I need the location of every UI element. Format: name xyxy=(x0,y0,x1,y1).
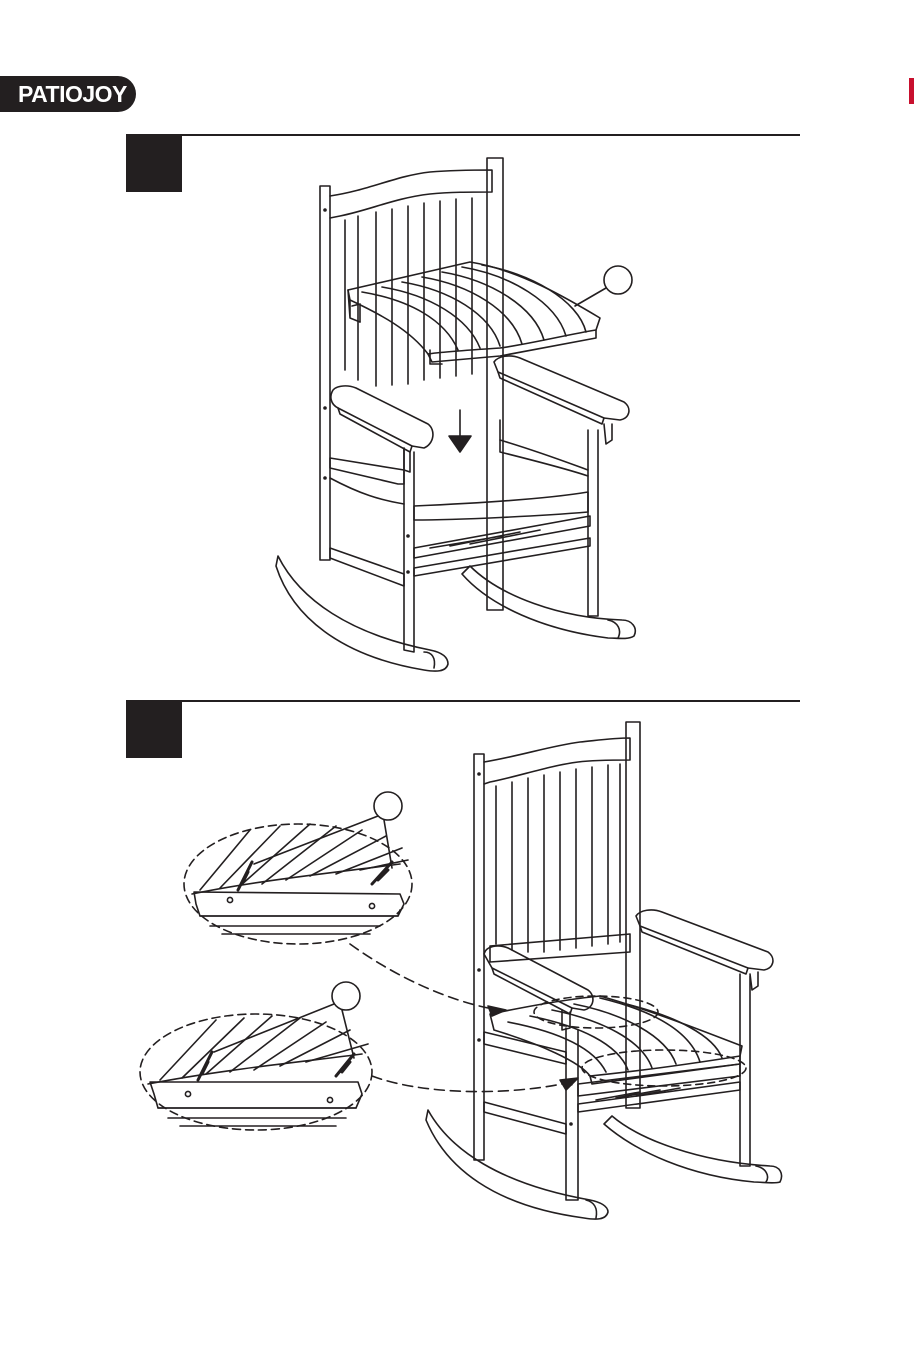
step-1-rockers xyxy=(276,556,635,671)
step-2-detail-view-front xyxy=(140,982,562,1130)
step-2-chair-illustration xyxy=(426,722,782,1219)
step-1-right-armrest xyxy=(494,356,629,444)
step-1-down-arrow xyxy=(449,410,471,452)
step-1-part-callout xyxy=(604,266,632,294)
step-1-chair-illustration xyxy=(276,158,635,671)
step-2-detail-view-rear xyxy=(184,792,488,1008)
step-1-left-armrest xyxy=(331,386,433,472)
step-2-front-part-callout xyxy=(332,982,360,1010)
step-2-rockers xyxy=(426,1110,782,1219)
step-2-back-slats xyxy=(496,764,620,952)
step-2-seat xyxy=(490,996,742,1084)
step-1-seat-assembly xyxy=(348,262,600,364)
